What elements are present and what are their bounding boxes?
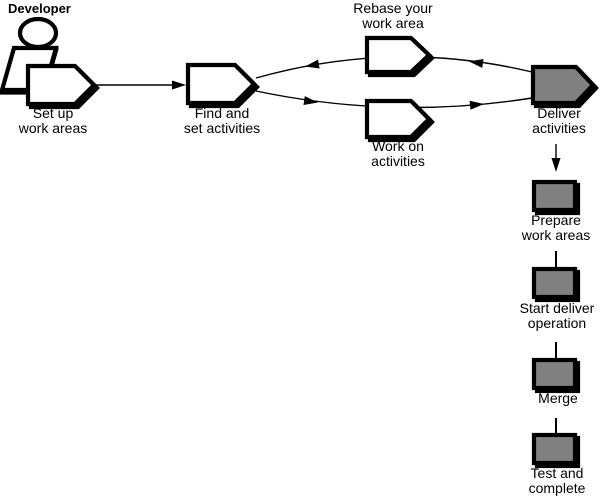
find-label: Find and set activities	[184, 106, 260, 136]
activity-arrow-shape	[185, 62, 257, 106]
find-node-shape	[185, 62, 260, 109]
prepare-node-shape	[531, 179, 581, 216]
diagram-title: Developer	[8, 1, 71, 16]
setup-node-shape	[25, 63, 100, 110]
box-shape	[531, 432, 578, 466]
rebase-label: Rebase your work area	[353, 1, 432, 31]
arrowhead-right-icon	[172, 80, 186, 90]
deliver-label: Deliver activities	[532, 106, 586, 136]
deliver-node-shape	[530, 64, 599, 109]
label-line: work areas	[18, 120, 88, 136]
activity-arrow-shape	[25, 63, 97, 107]
box-shape	[531, 179, 578, 213]
label-line: Test and	[530, 465, 584, 481]
label-line: operation	[527, 315, 587, 331]
label-line: Start deliver	[519, 300, 595, 316]
label-line: Rebase your	[353, 0, 433, 16]
arrowhead-left-icon	[305, 59, 320, 69]
prepare-label: Prepare work areas	[522, 213, 590, 243]
box-shape	[531, 266, 578, 300]
test-label: Test and complete	[529, 466, 586, 496]
label-line: work areas	[521, 227, 591, 243]
label-line: Work on	[372, 138, 424, 154]
label-line: Set up	[32, 105, 74, 121]
box-shape	[531, 357, 578, 391]
label-line: activities	[532, 120, 586, 136]
start-node-shape	[531, 266, 581, 303]
arrowhead-left-icon	[469, 58, 484, 68]
arrowhead-down-icon	[551, 158, 561, 172]
label-line: activities	[371, 153, 425, 169]
arrowhead-right-icon	[469, 100, 484, 110]
activity-arrow-shape	[364, 35, 433, 75]
test-node-shape	[531, 432, 581, 469]
merge-label: Merge	[538, 391, 578, 406]
setup-label: Set up work areas	[19, 106, 87, 136]
arrowhead-right-icon	[303, 96, 318, 106]
activity-arrow-shape	[530, 64, 596, 106]
edge-setup-find	[96, 80, 186, 90]
workon-label: Work on activities	[371, 139, 425, 169]
label-line: complete	[528, 480, 586, 496]
label-line: Prepare	[531, 212, 581, 228]
label-line: Deliver	[537, 105, 581, 121]
label-line: work area	[362, 15, 424, 31]
edge-deliver-prepare	[551, 144, 561, 172]
start-label: Start deliver operation	[520, 301, 595, 331]
label-line: Merge	[538, 390, 578, 406]
activity-arrow-shape	[364, 98, 432, 140]
label-line: set activities	[183, 120, 261, 136]
workon-node-shape	[364, 98, 435, 143]
actor-head	[17, 16, 59, 50]
rebase-node-shape	[364, 35, 436, 78]
merge-node-shape	[531, 357, 581, 394]
label-line: Find and	[194, 105, 250, 121]
